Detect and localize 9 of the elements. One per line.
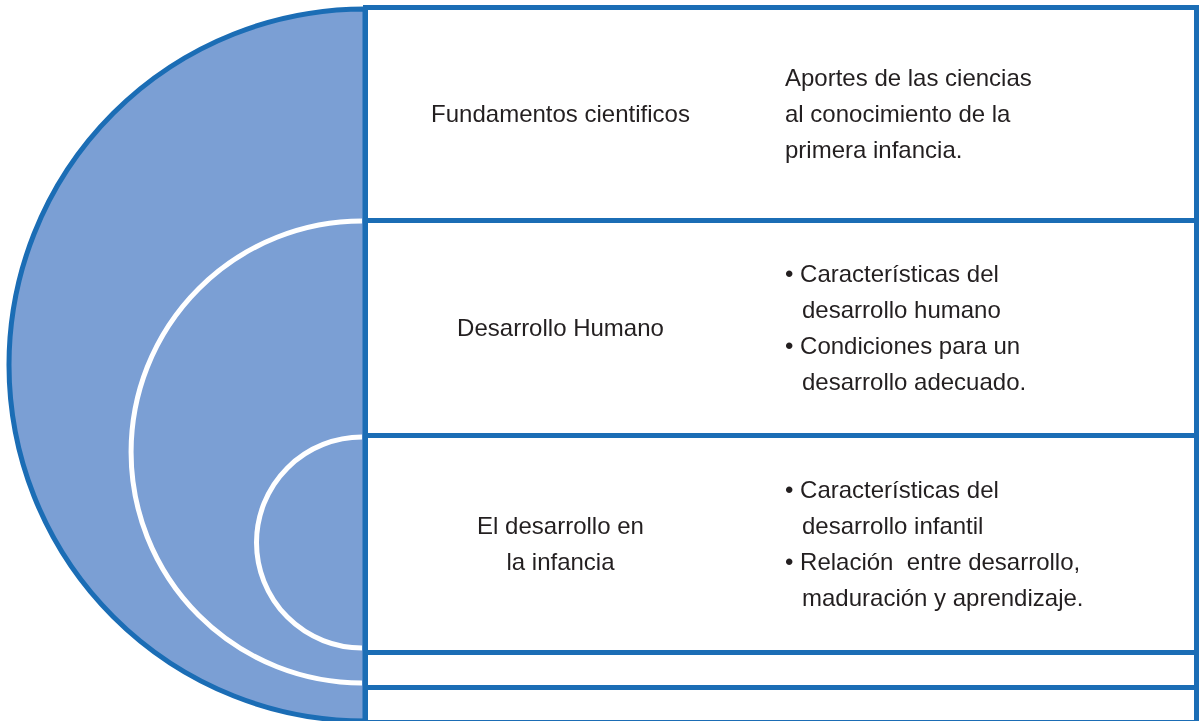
bullet-item: • Relación entre desarrollo, maduración y aprendizaje. [785,547,1085,613]
row-heading: El desarrollo en la infancia [476,511,645,577]
row-heading: Fundamentos cientificos [430,99,691,129]
bullet-item: • Condiciones para un desarrollo adecuado. [785,331,1028,397]
table-row [363,5,1199,218]
bullet-item: • Características del desarrollo infantil [785,475,1000,541]
bullet-item: • Características del desarrollo humano [785,259,1002,325]
row-description: Aportes de las ciencias al conocimiento de la primera infancia. [785,63,1033,165]
row-heading: Desarrollo Humano [456,313,665,343]
